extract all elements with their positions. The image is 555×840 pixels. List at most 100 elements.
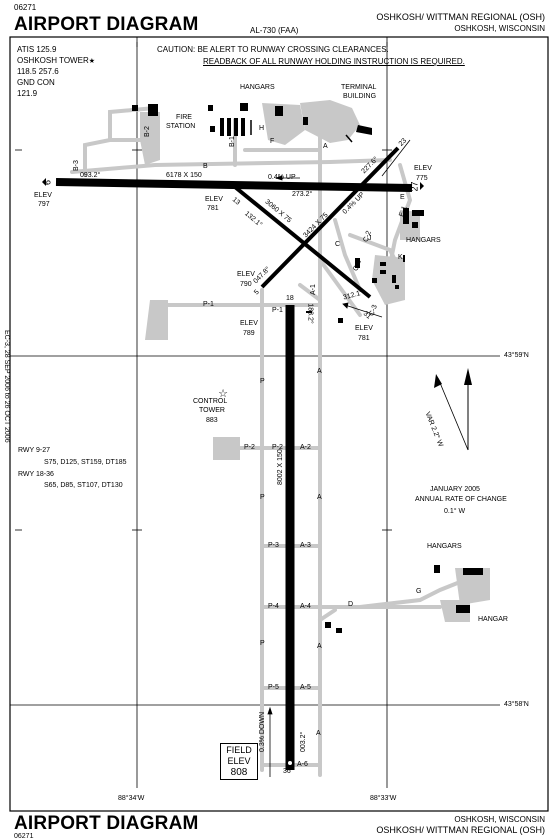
tower-star-icon: ☆ [218, 387, 228, 400]
hangars-top-label: HANGARS [240, 84, 275, 91]
twy-a3: A-3 [300, 542, 311, 549]
true-north-head [464, 368, 472, 385]
rwy-27-hdg: 273.2° [292, 191, 313, 198]
hangar-se-label: HANGAR [478, 616, 508, 623]
elev-rwy27-label: ELEV [414, 165, 432, 172]
rwy-9-27-slope: 0.4% UP [268, 174, 296, 181]
mag-date: JANUARY 2005 [430, 486, 480, 493]
freq-ground-label: GND CON [17, 78, 55, 87]
terminal-label-2: BUILDING [343, 93, 377, 100]
page-title: AIRPORT DIAGRAM [14, 14, 199, 35]
footer-city: OSHKOSH, WISCONSIN [454, 815, 545, 824]
mag-north-line [437, 377, 469, 451]
twy-k: K [398, 254, 403, 261]
terminal-label-1: TERMINAL [341, 84, 377, 91]
twy-p-1: P [260, 378, 265, 385]
control-tower-label-1: CONTROL [193, 398, 228, 405]
twy-h: H [259, 125, 265, 132]
elev-rwy31-value: 781 [358, 335, 370, 342]
field-elev-value: 808 [230, 767, 248, 778]
freq-atis: ATIS 125.9 [17, 45, 57, 54]
caution-line-1: CAUTION: BE ALERT TO RUNWAY CROSSING CLE… [157, 45, 389, 54]
twy-j: J [368, 235, 372, 242]
twy-g: G [416, 588, 422, 595]
twy-p1: P-1 [203, 301, 214, 308]
elev-rwy5-value: 790 [240, 281, 252, 288]
footer-airport: OSHKOSH/ WITTMAN REGIONAL (OSH) [376, 825, 545, 835]
rwy-9-27-strength-values: S75, D125, ST159, DT185 [44, 459, 127, 466]
runway-5-23 [260, 146, 400, 289]
field-elev-marker [288, 761, 292, 765]
rwy-18-hdg: 183.2° [306, 303, 314, 324]
twy-p-2: P [260, 494, 265, 501]
hangars-se-label: HANGARS [427, 543, 462, 550]
twy-p1-b: P-1 [272, 307, 283, 314]
twy-e: E [400, 194, 405, 201]
twy-a6: A-6 [297, 761, 308, 768]
mag-north-head [434, 374, 442, 388]
north-arrow-group [434, 368, 472, 451]
mag-rate-value: 0.1° W [444, 508, 466, 515]
terminal-ramp [300, 100, 360, 143]
field-elev-line-2: ELEV [227, 756, 251, 766]
airport-city: OSHKOSH, WISCONSIN [454, 24, 545, 33]
twy-a-north: A [323, 143, 328, 150]
lat-south-label: 43°58'N [504, 701, 529, 708]
doc-number: 06271 [14, 3, 37, 12]
ramp-p1 [145, 300, 168, 340]
lon-east-label: 88°33'W [370, 795, 397, 802]
diagram-frame [9, 36, 549, 812]
fire-station-label-2: STATION [166, 123, 196, 130]
airport-name: OSHKOSH/ WITTMAN REGIONAL (OSH) [376, 12, 545, 22]
rwy-27-end: 27 [409, 181, 420, 192]
elev-rwy13-label: ELEV [205, 196, 223, 203]
twy-f: F [270, 138, 275, 145]
field-elevation-box: FIELD ELEV 808 [220, 743, 258, 780]
elev-rwy9-value: 797 [38, 201, 50, 208]
elev-rwy27-value: 775 [416, 175, 428, 182]
control-tower-label-3: 883 [206, 417, 218, 424]
elev-rwy13-value: 781 [207, 205, 219, 212]
fire-station-label-1: FIRE [176, 114, 192, 121]
rwy-9-27-dims: 6178 X 150 [166, 172, 202, 179]
elev-rwy5-label: ELEV [237, 271, 255, 278]
twy-a1: A-1 [310, 284, 317, 295]
twy-c: C [335, 241, 341, 248]
caution-line-2: READBACK OF ALL RUNWAY HOLDING INSTRUCTI… [203, 57, 465, 66]
lat-north-label: 43°59'N [504, 352, 529, 359]
lon-west-label: 88°34'W [118, 795, 145, 802]
hangars-east-label: HANGARS [406, 237, 441, 244]
twy-a-south1: A [317, 494, 322, 501]
runway-9-27 [55, 178, 413, 192]
twy-d: D [348, 601, 354, 608]
elev-rwy18-label: ELEV [240, 320, 258, 327]
twy-a-mid: A [317, 368, 322, 375]
rwy-18-36-dims: 8002 X 150 [277, 449, 284, 485]
twy-p4: P-4 [268, 603, 279, 610]
rwy-36-hdg: 003.2° [300, 731, 307, 752]
rwy-18-36-slope: 0.3% DOWN [259, 711, 266, 752]
rwy-18-36-strength-values: S65, D85, ST107, DT130 [44, 482, 123, 489]
elev-rwy31-label: ELEV [355, 325, 373, 332]
twy-p5: P-5 [268, 684, 279, 691]
twy-a-south2: A [317, 643, 322, 650]
twy-p2-w: P-2 [244, 444, 255, 451]
footer-title: AIRPORT DIAGRAM [14, 813, 199, 834]
rwy-9-27-strength-label: RWY 9-27 [18, 447, 51, 454]
mag-rate-label: ANNUAL RATE OF CHANGE [415, 496, 507, 503]
rwy-9-hdg: 093.2° [80, 172, 101, 179]
freq-tower-label: OSHKOSH TOWER★ [17, 56, 95, 66]
twy-a5: A-5 [300, 684, 311, 691]
runway-13-31 [233, 185, 372, 299]
buildings [132, 103, 483, 633]
rwy-18-36-strength-label: RWY 18-36 [18, 471, 54, 478]
rwy-36-end: 36 [283, 768, 291, 775]
twy-b-1: B-1 [229, 136, 236, 147]
ramp-nw [140, 112, 160, 165]
ramp-hangars-se [455, 568, 490, 605]
control-tower-label-2: TOWER [199, 407, 225, 414]
field-elev-line-1: FIELD [226, 745, 252, 755]
twy-a4: A-4 [300, 603, 311, 610]
footer-doc-number: 06271 [14, 833, 34, 840]
